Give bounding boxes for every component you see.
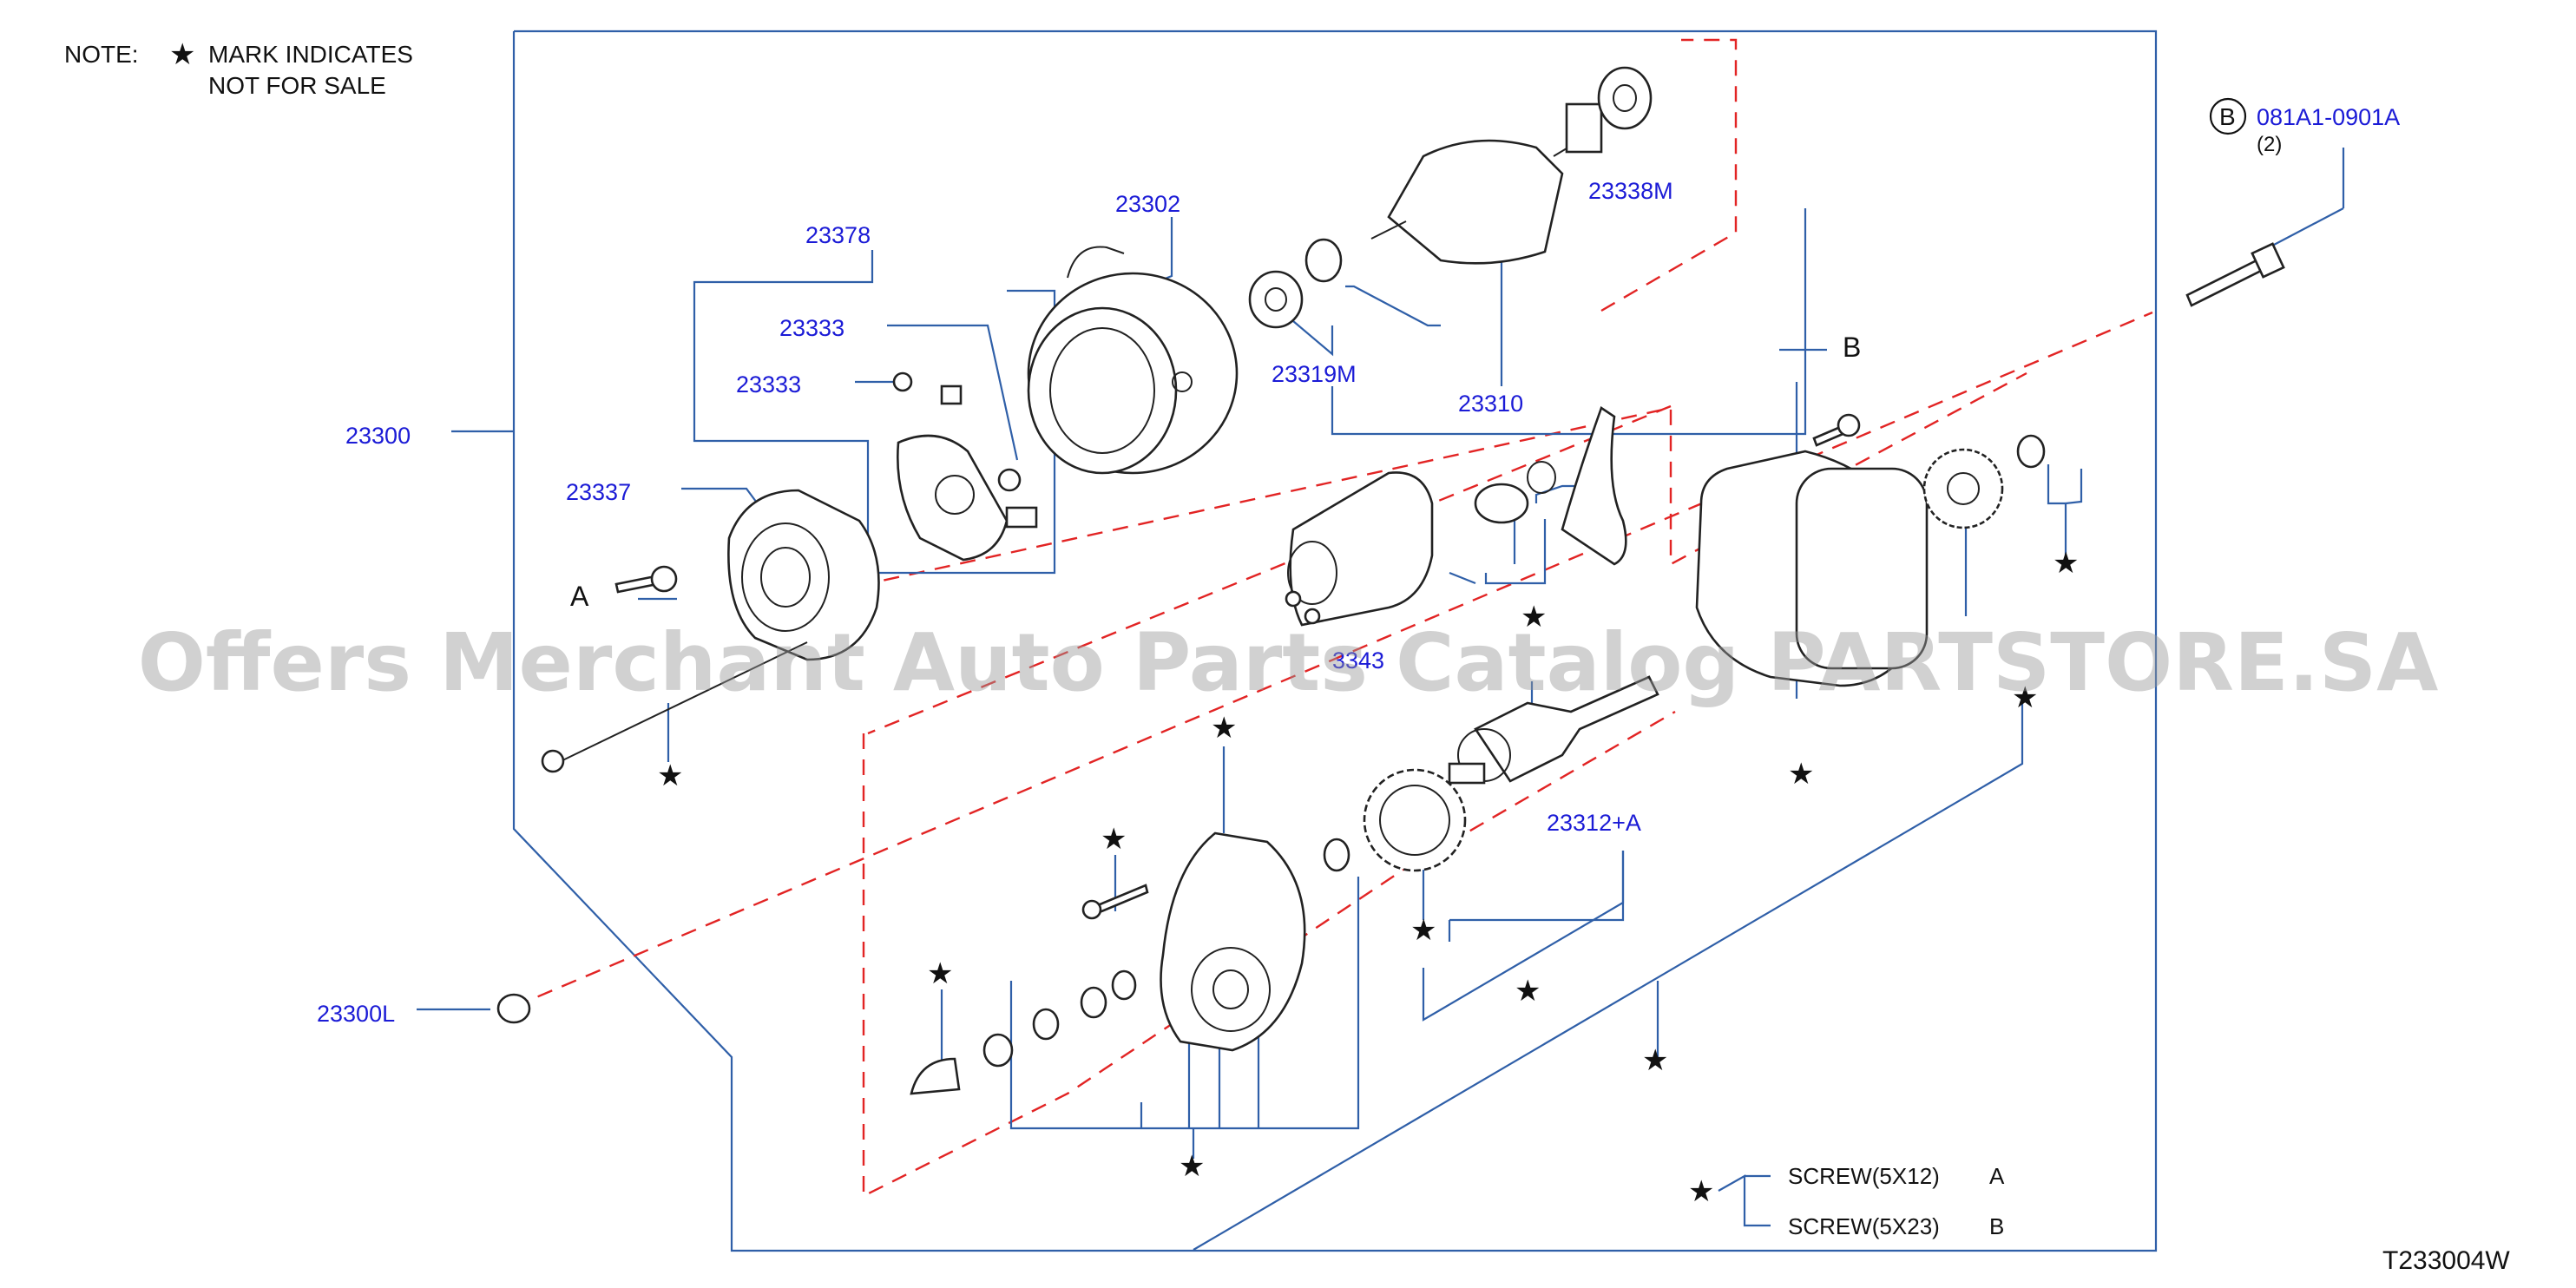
callout-a: A bbox=[570, 581, 589, 612]
screw-legend: SCREW(5X12) A SCREW(5X23) B bbox=[1788, 1163, 2005, 1239]
legend-screw-b-code: B bbox=[1989, 1213, 2004, 1239]
bearing-part bbox=[1248, 270, 1304, 329]
not-for-sale-stars: ★ ★ ★ ★ ★ ★ ★ ★ ★ ★ ★ ★ ★ bbox=[657, 546, 2079, 1209]
star-marker: ★ bbox=[1521, 600, 1547, 634]
star-marker: ★ bbox=[1179, 1149, 1205, 1184]
label-23310: 23310 bbox=[1458, 391, 1523, 417]
armature-part bbox=[1387, 139, 1564, 265]
label-23338M: 23338M bbox=[1588, 178, 1673, 204]
front-bearing-part bbox=[1597, 66, 1653, 130]
legend-screw-a-code: A bbox=[1989, 1163, 2005, 1189]
label-bolt: 081A1-0901A bbox=[2257, 104, 2400, 130]
solenoid-part bbox=[1289, 471, 1434, 627]
label-23300: 23300 bbox=[345, 423, 411, 449]
label-23312A: 23312+A bbox=[1547, 810, 1641, 836]
star-marker: ★ bbox=[2053, 546, 2079, 581]
note-prefix: NOTE: bbox=[64, 41, 139, 68]
star-marker: ★ bbox=[1101, 822, 1127, 857]
part-illustrations bbox=[496, 66, 2285, 1095]
watermark: Offers Merchant Auto Parts Catalog PARTS… bbox=[138, 616, 2439, 709]
legend-screw-a: SCREW(5X12) bbox=[1788, 1163, 1940, 1189]
clutch-part bbox=[1474, 675, 1659, 783]
label-23333-upper: 23333 bbox=[779, 315, 844, 341]
star-marker: ★ bbox=[927, 956, 953, 991]
bolt-reference: B 081A1-0901A (2) bbox=[2209, 97, 2400, 156]
star-marker: ★ bbox=[1211, 711, 1237, 746]
rear-cover-part bbox=[727, 489, 880, 661]
bolt-circle-marker bbox=[2209, 97, 2247, 135]
star-marker: ★ bbox=[1515, 974, 1541, 1009]
star-marker: ★ bbox=[1788, 757, 1814, 792]
star-marker: ★ bbox=[1642, 1043, 1668, 1078]
legend-star: ★ bbox=[1688, 1174, 1714, 1209]
callout-b: B bbox=[1843, 332, 1861, 363]
brush-holder-part bbox=[897, 434, 1009, 562]
note-star: ★ bbox=[169, 37, 195, 72]
label-23337: 23337 bbox=[566, 479, 631, 505]
through-bolt-part bbox=[2185, 259, 2263, 307]
part-labels: 23300 23300L 23378 23333 23333 23337 233… bbox=[317, 178, 1673, 1027]
note-line2: NOT FOR SALE bbox=[208, 72, 386, 99]
label-23343: 3343 bbox=[1332, 647, 1384, 674]
nut-part bbox=[496, 993, 531, 1024]
diagram-code: T233004W bbox=[2382, 1246, 2510, 1275]
leader-lines bbox=[417, 148, 2345, 1251]
note-line1: MARK INDICATES bbox=[208, 41, 413, 68]
assembly-boundary bbox=[512, 30, 2158, 1252]
gear-part bbox=[1363, 768, 1467, 872]
shift-lever-part bbox=[1561, 405, 1627, 566]
label-23319M: 23319M bbox=[1272, 361, 1357, 387]
label-23378: 23378 bbox=[805, 222, 871, 248]
label-bolt-qty: (2) bbox=[2257, 133, 2282, 156]
note-block: NOTE: ★ MARK INDICATES NOT FOR SALE bbox=[64, 37, 413, 99]
label-23302: 23302 bbox=[1115, 191, 1180, 217]
legend-screw-b: SCREW(5X23) bbox=[1788, 1213, 1940, 1239]
star-marker: ★ bbox=[657, 759, 683, 793]
label-23300L: 23300L bbox=[317, 1001, 395, 1027]
dashed-assembly-lines bbox=[513, 38, 2153, 1198]
pinion-gear-part bbox=[1922, 448, 2004, 529]
front-bracket-part bbox=[1160, 831, 1306, 1052]
label-23333-lower: 23333 bbox=[736, 371, 801, 398]
star-marker: ★ bbox=[1410, 913, 1436, 948]
star-marker: ★ bbox=[2012, 680, 2038, 715]
bolt-circle-letter: B bbox=[2219, 103, 2236, 130]
